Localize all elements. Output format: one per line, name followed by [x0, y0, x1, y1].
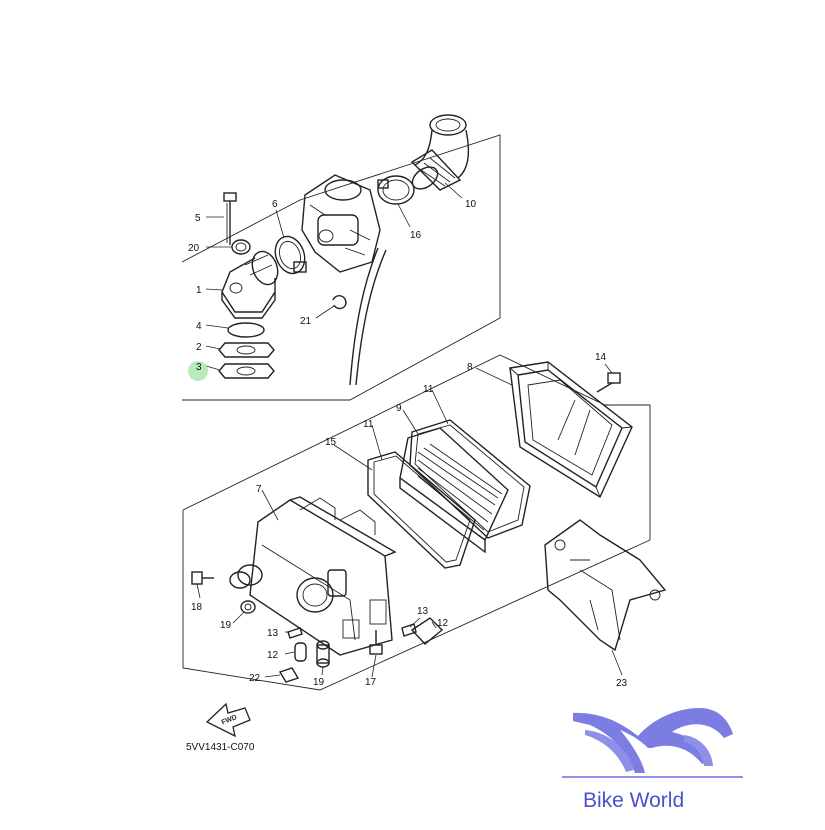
clip-part-13-left — [287, 627, 303, 639]
lower-group-frame — [182, 354, 651, 691]
seal-part-11-lower — [367, 451, 476, 569]
upper-group-frame — [181, 134, 501, 401]
callout-13-right: 13 — [417, 606, 429, 617]
collar-part-20 — [231, 239, 251, 255]
screw-part-14 — [596, 372, 621, 393]
clip-part-21 — [332, 295, 347, 310]
collar-part-19-lower — [316, 640, 330, 668]
callout-11-lower: 11 — [363, 419, 374, 430]
callout-19-upper: 19 — [220, 620, 232, 631]
callout-3: 3 — [196, 362, 202, 373]
bolt-part-5 — [223, 192, 237, 245]
callout-8: 8 — [467, 362, 473, 373]
clip-part-13-right — [401, 623, 417, 637]
callout-17: 17 — [365, 677, 377, 688]
callout-21: 21 — [300, 316, 312, 327]
nut-part-22 — [278, 667, 300, 683]
callout-5: 5 — [195, 213, 201, 224]
callout-20: 20 — [188, 243, 200, 254]
bolt-part-17 — [369, 630, 383, 655]
callout-4: 4 — [196, 321, 202, 332]
callout-6: 6 — [272, 199, 278, 210]
callout-10: 10 — [465, 199, 477, 210]
carburetor — [301, 174, 387, 386]
intake-joint-part-10 — [410, 114, 470, 191]
manifold-part-1 — [221, 250, 279, 319]
callout-13-left: 13 — [267, 628, 279, 639]
air-box-cover-part-8 — [509, 361, 633, 499]
plug-part-12-left — [294, 642, 307, 662]
damper-part-19-upper — [240, 600, 256, 614]
brand-name: Bike World — [583, 789, 684, 812]
highlight-marker — [188, 361, 208, 381]
clamp-part-16 — [377, 175, 415, 205]
callout-11-upper: 11 — [423, 384, 434, 395]
screw-part-18 — [191, 571, 214, 585]
bike-world-logo — [562, 708, 743, 778]
callout-9: 9 — [396, 403, 402, 414]
fwd-arrow-icon: FWD — [205, 702, 251, 738]
callout-22: 22 — [249, 673, 261, 684]
callout-7: 7 — [256, 484, 262, 495]
clamp-part-6 — [274, 235, 307, 275]
leader-lines — [196, 182, 623, 678]
bracket-part-23 — [544, 519, 667, 652]
plug-part-12-right — [410, 617, 444, 645]
callout-19-lower: 19 — [313, 677, 325, 688]
callout-18: 18 — [191, 602, 203, 613]
callout-12-right: 12 — [437, 618, 449, 629]
drawing-code: 5VV1431-C070 — [186, 742, 255, 753]
seal-part-11-upper-inner — [414, 424, 525, 533]
insulator-part-3 — [218, 363, 275, 379]
o-ring-part-4 — [227, 322, 265, 338]
callout-23: 23 — [616, 678, 628, 689]
callout-14: 14 — [595, 352, 607, 363]
air-box-case-part-7 — [229, 496, 397, 656]
callout-2: 2 — [196, 342, 202, 353]
callout-12-left: 12 — [267, 650, 279, 661]
gasket-part-15 — [373, 455, 471, 563]
callout-16: 16 — [410, 230, 422, 241]
callout-15: 15 — [325, 437, 337, 448]
gasket-part-2 — [218, 342, 275, 358]
callout-1: 1 — [196, 285, 202, 296]
